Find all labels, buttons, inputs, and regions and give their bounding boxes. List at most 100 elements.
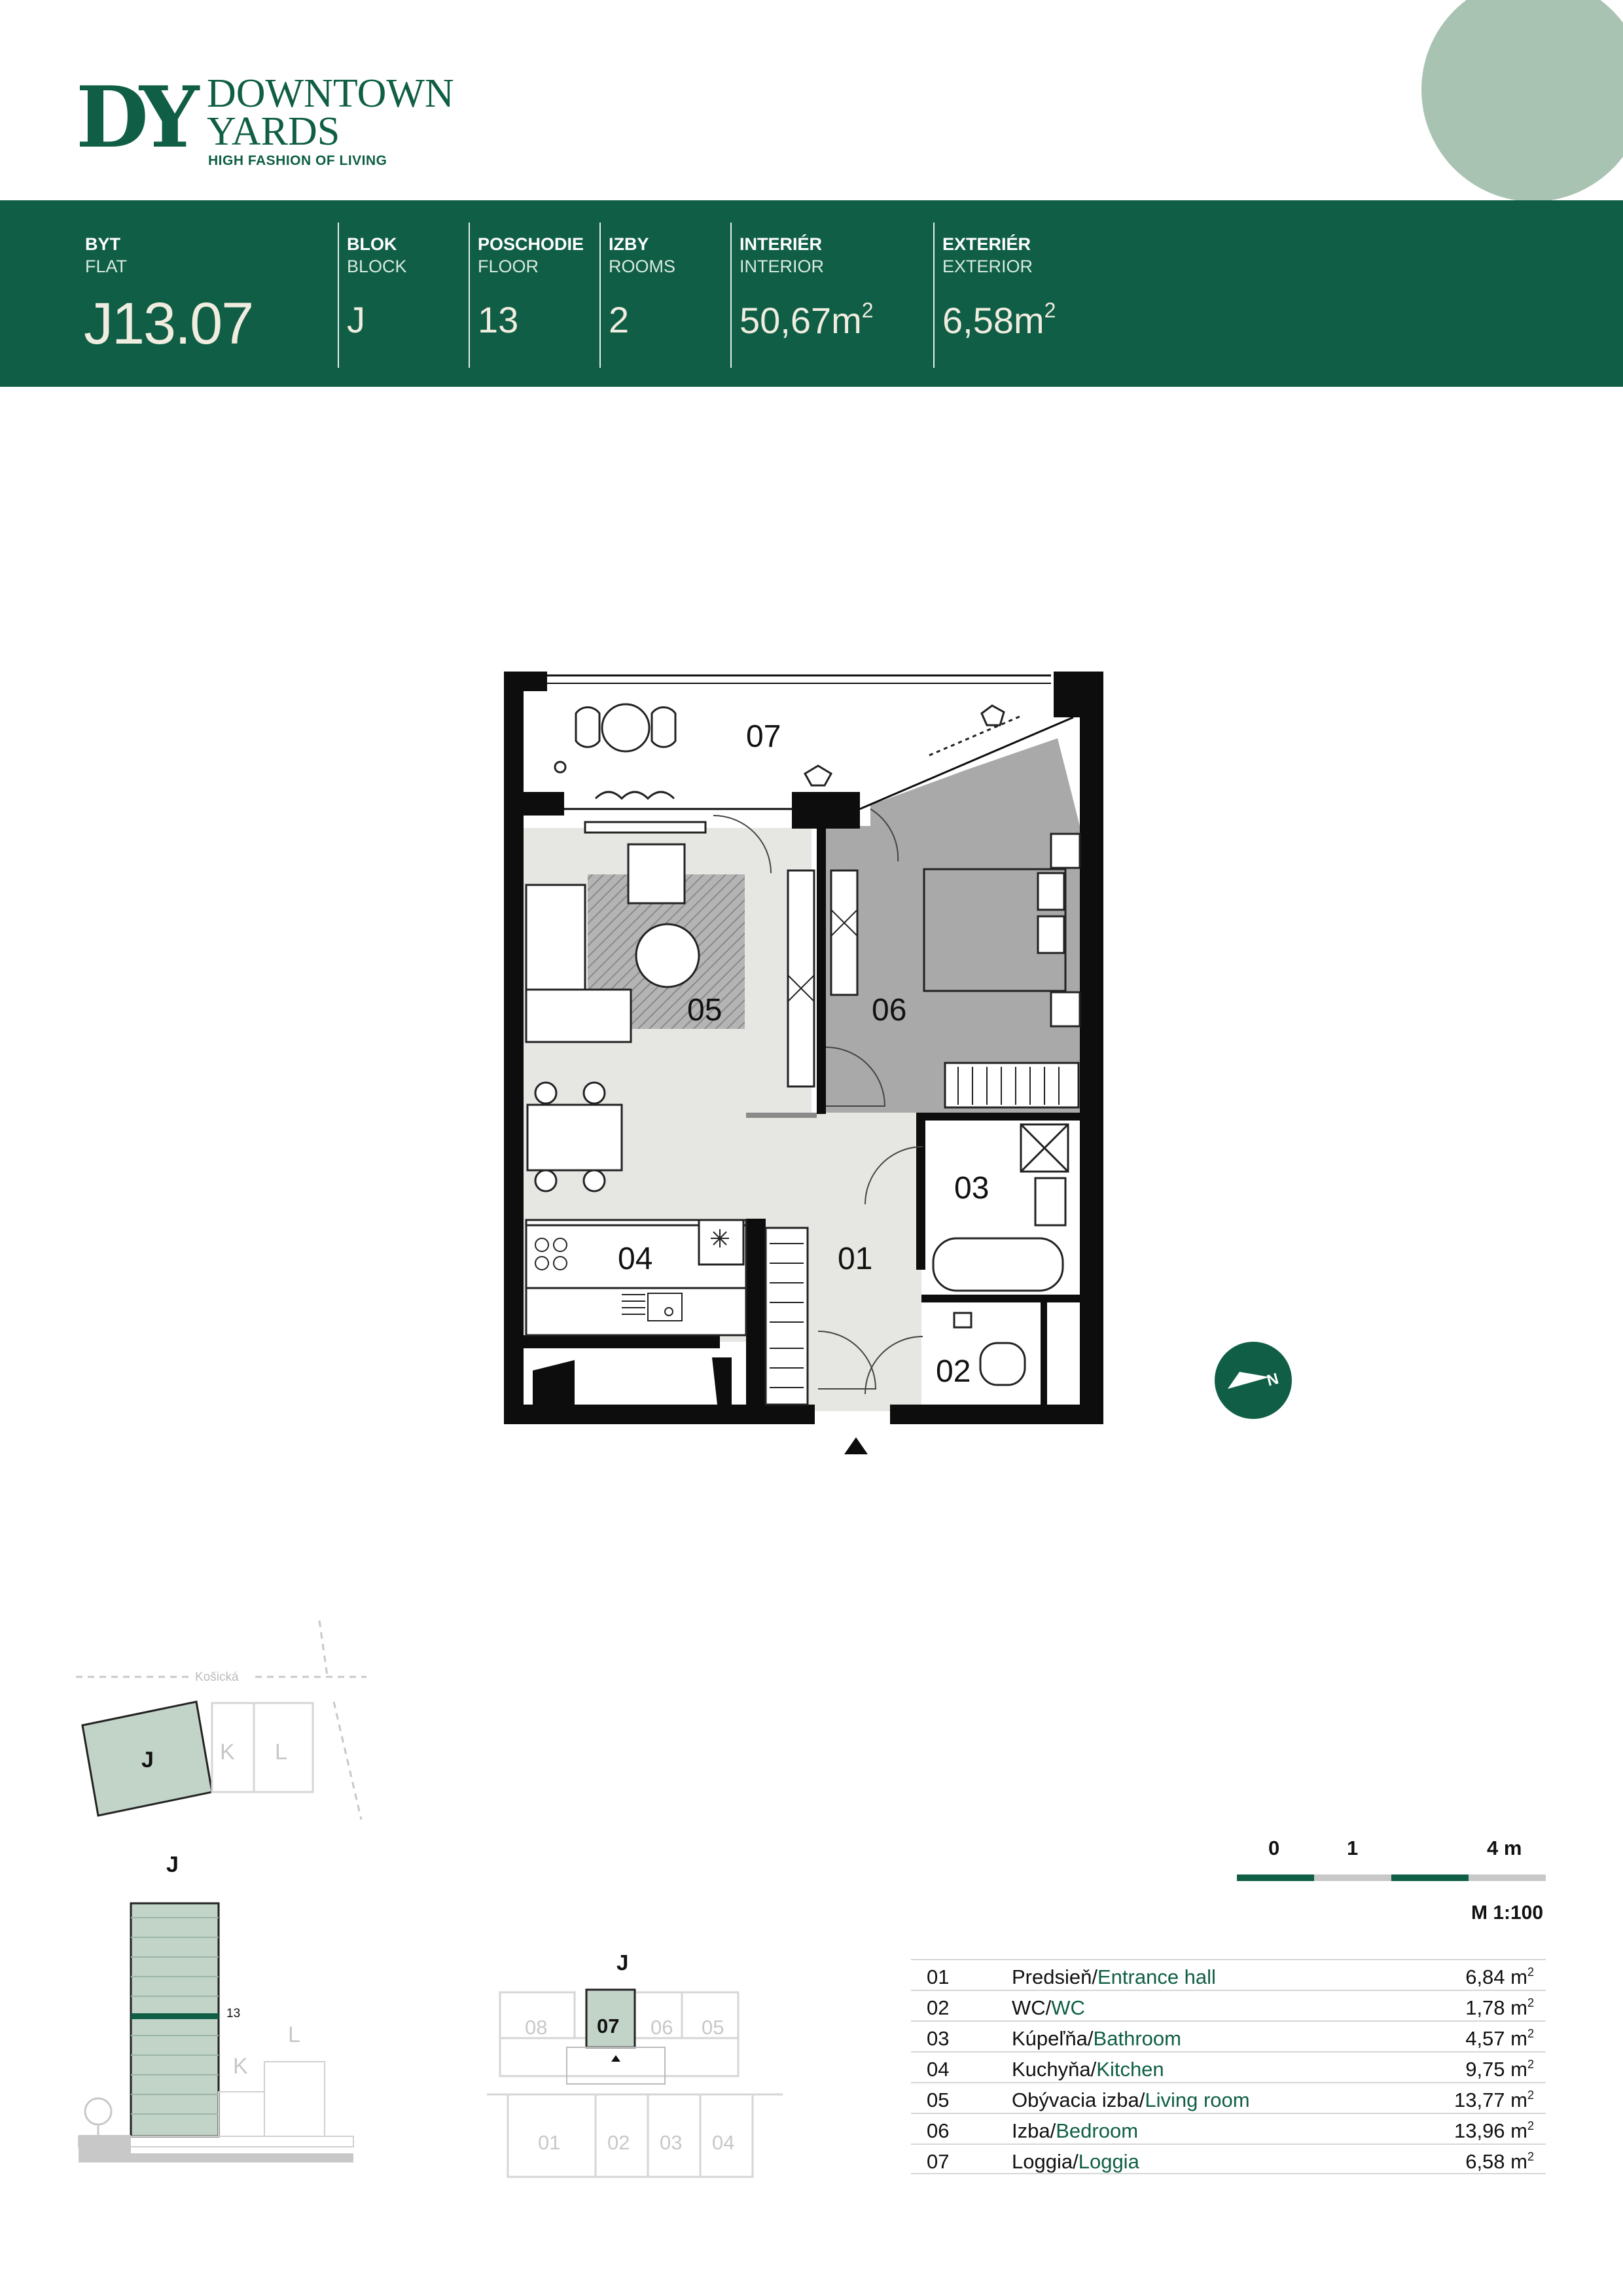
room-number: 06 xyxy=(927,2119,950,2142)
key-unit-01: 01 xyxy=(538,2131,561,2154)
room-name: Obývacia izba/Living room xyxy=(1012,2089,1250,2111)
decorative-circle xyxy=(1421,0,1623,202)
room-label-03: 03 xyxy=(954,1171,990,1206)
walls xyxy=(504,672,1103,1424)
floor-label-en: FLOOR xyxy=(478,257,539,276)
room-name: Kuchyňa/Kitchen xyxy=(1012,2058,1164,2081)
rooms-label-en: ROOMS xyxy=(609,257,676,276)
building-elevation xyxy=(78,1902,354,2162)
scale-bar-segment xyxy=(1314,1874,1391,1881)
living-furniture xyxy=(525,821,859,1406)
key-unit-08: 08 xyxy=(525,2016,548,2039)
room-label-07: 07 xyxy=(746,719,781,754)
key-unit-02: 02 xyxy=(607,2131,630,2154)
scale-bar-segment xyxy=(1237,1874,1314,1881)
logo-tagline: HIGH FASHION OF LIVING xyxy=(208,153,387,168)
table-row: 04 Kuchyňa/Kitchen 9,75 m2 xyxy=(911,2051,1546,2082)
key-unit-07-active: 07 xyxy=(597,2015,620,2037)
exterior-value-text: 6,58m xyxy=(942,300,1044,341)
room-name: WC/WC xyxy=(1012,1996,1085,2019)
room-number: 05 xyxy=(927,2089,950,2111)
room-number: 01 xyxy=(927,1965,950,1988)
floor-plan xyxy=(504,672,1103,1454)
divider xyxy=(730,223,732,368)
elevation-block-label: J xyxy=(166,1852,179,1877)
elevation-block-l: L xyxy=(288,2022,300,2047)
table-row: 03 Kúpeľňa/Bathroom 4,57 m2 xyxy=(911,2020,1546,2051)
room-number: 07 xyxy=(927,2150,950,2173)
logo-name: DOWNTOWN YARDS xyxy=(207,71,454,154)
room-label-02: 02 xyxy=(936,1354,971,1389)
scale-tick-0: 0 xyxy=(1268,1837,1280,1859)
room-name: Kúpeľňa/Bathroom xyxy=(1012,2027,1181,2050)
table-row: 07 Loggia/Loggia 6,58 m2 xyxy=(911,2144,1546,2174)
entrance-marker xyxy=(844,1437,868,1454)
divider xyxy=(469,223,470,368)
room-area: 1,78 m2 xyxy=(1465,1996,1534,2019)
loggia-furniture xyxy=(554,703,1022,800)
key-unit-03: 03 xyxy=(660,2131,683,2154)
room-area-table: 01 Predsieň/Entrance hall 6,84 m2 02 WC/… xyxy=(911,1959,1546,2174)
floor-marker: 13 xyxy=(226,2007,241,2020)
room-name: Izba/Bedroom xyxy=(1012,2119,1139,2142)
flat-label-sk: BYT xyxy=(85,234,120,254)
flat-label-en: FLAT xyxy=(85,257,128,276)
door-swings xyxy=(713,808,923,1395)
table-row: 02 WC/WC 1,78 m2 xyxy=(911,1990,1546,2020)
table-row: 05 Obývacia izba/Living room 13,77 m2 xyxy=(911,2082,1546,2113)
interior-value-text: 50,67m xyxy=(740,300,862,341)
room-number: 04 xyxy=(927,2058,950,2081)
table-row: 01 Predsieň/Entrance hall 6,84 m2 xyxy=(911,1959,1546,1990)
flat-value: J13.07 xyxy=(84,291,254,357)
table-row: 06 Izba/Bedroom 13,96 m2 xyxy=(911,2113,1546,2144)
compass-arrow-icon: N xyxy=(1228,1370,1281,1390)
site-block-l: L xyxy=(275,1740,287,1765)
key-plan xyxy=(487,1988,783,2178)
divider xyxy=(338,223,339,368)
room-label-04: 04 xyxy=(618,1242,653,1276)
bathroom-fixtures xyxy=(932,1123,1069,1386)
unit-superscript: 2 xyxy=(861,298,874,322)
logo-mark: DY xyxy=(76,69,199,167)
scale-tick-1: 1 xyxy=(1347,1837,1359,1859)
scale-bar-segment xyxy=(1469,1874,1546,1881)
room-area: 4,57 m2 xyxy=(1465,2027,1534,2050)
room-name: Loggia/Loggia xyxy=(1012,2150,1139,2173)
key-unit-05: 05 xyxy=(702,2016,724,2039)
room-label-05: 05 xyxy=(687,993,722,1028)
site-map xyxy=(76,1620,366,1820)
site-block-k: K xyxy=(220,1740,235,1765)
block-label-sk: BLOK xyxy=(347,234,397,254)
elevation-block-k: K xyxy=(233,2054,248,2079)
apartment-info-band: BYT FLAT J13.07 BLOK BLOCK J POSCHODIE F… xyxy=(0,200,1623,387)
street-label: Košická xyxy=(195,1670,239,1684)
block-value: J xyxy=(347,299,365,340)
key-unit-06: 06 xyxy=(651,2016,673,2039)
rooms-value: 2 xyxy=(609,299,630,340)
site-block-j: J xyxy=(141,1748,154,1772)
room-area: 13,96 m2 xyxy=(1454,2119,1534,2142)
unit-superscript: 2 xyxy=(1044,298,1056,322)
key-plan-block-label: J xyxy=(616,1950,629,1975)
interior-label-sk: INTERIÉR xyxy=(740,234,823,254)
block-label-en: BLOCK xyxy=(347,257,407,276)
divider xyxy=(599,223,601,368)
room-number: 03 xyxy=(927,2027,950,2050)
room-name: Predsieň/Entrance hall xyxy=(1012,1965,1216,1988)
interior-value: 50,67m2 xyxy=(740,298,874,342)
scale-tick-4m: 4 m xyxy=(1487,1837,1522,1859)
key-unit-04: 04 xyxy=(712,2131,735,2154)
exterior-value: 6,58m2 xyxy=(942,298,1056,342)
room-label-06: 06 xyxy=(872,993,907,1028)
north-compass: N xyxy=(1215,1342,1292,1419)
interior-label-en: INTERIOR xyxy=(740,257,825,276)
exterior-label-sk: EXTERIÉR xyxy=(942,234,1031,254)
room-label-01: 01 xyxy=(838,1242,873,1276)
floor-value: 13 xyxy=(478,299,519,340)
scale-ratio: M 1:100 xyxy=(1471,1902,1544,1924)
scale-bar-segment xyxy=(1391,1874,1469,1881)
exterior-label-en: EXTERIOR xyxy=(942,257,1033,276)
room-area: 13,77 m2 xyxy=(1454,2089,1534,2111)
divider xyxy=(933,223,935,368)
svg-text:N: N xyxy=(1265,1370,1281,1390)
